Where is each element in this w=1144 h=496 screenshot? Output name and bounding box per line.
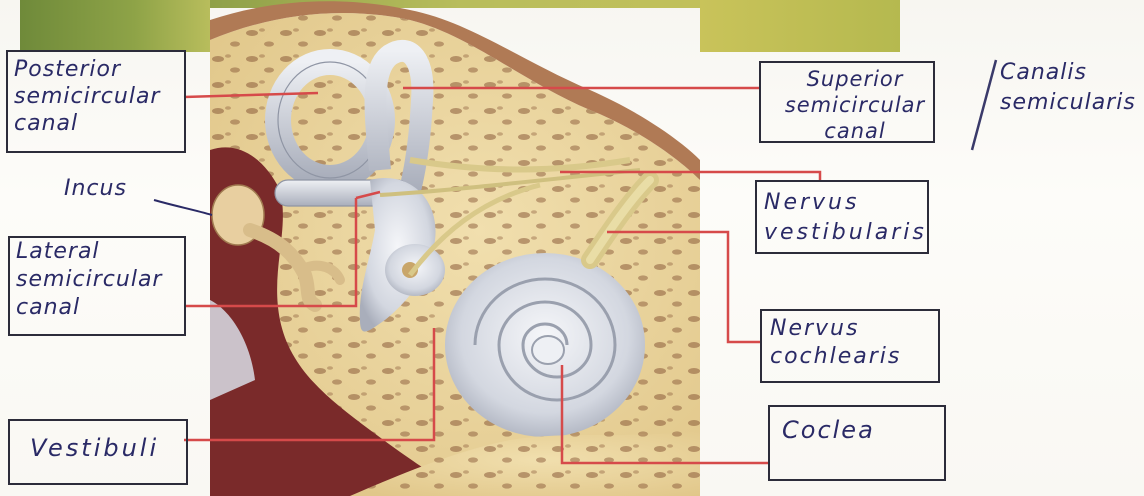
label-cochlea: Coclea <box>782 418 875 442</box>
label-nervus-cochlearis: Nervus cochlearis <box>770 315 901 371</box>
canalis-bracket <box>972 60 996 150</box>
leader-cochlea <box>562 365 768 463</box>
leader-nervus-cochlearis <box>607 232 760 342</box>
label-incus: Incus <box>64 178 127 200</box>
leader-vestibuli <box>184 328 434 440</box>
leader-nervus-vestibularis <box>560 172 820 180</box>
label-superior-semicircular-canal: Superior semicircular canal <box>770 66 940 144</box>
label-canalis-semicularis: Canalis semicularis <box>1000 58 1136 118</box>
leader-posterior <box>184 93 318 97</box>
label-vestibuli: Vestibuli <box>30 436 159 460</box>
label-lateral-semicircular-canal: Lateral semicircular canal <box>16 238 162 322</box>
label-posterior-semicircular-canal: Posterior semicircular canal <box>14 56 160 137</box>
label-nervus-vestibularis: Nervus vestibularis <box>764 188 927 248</box>
incus-pointer <box>154 200 212 215</box>
